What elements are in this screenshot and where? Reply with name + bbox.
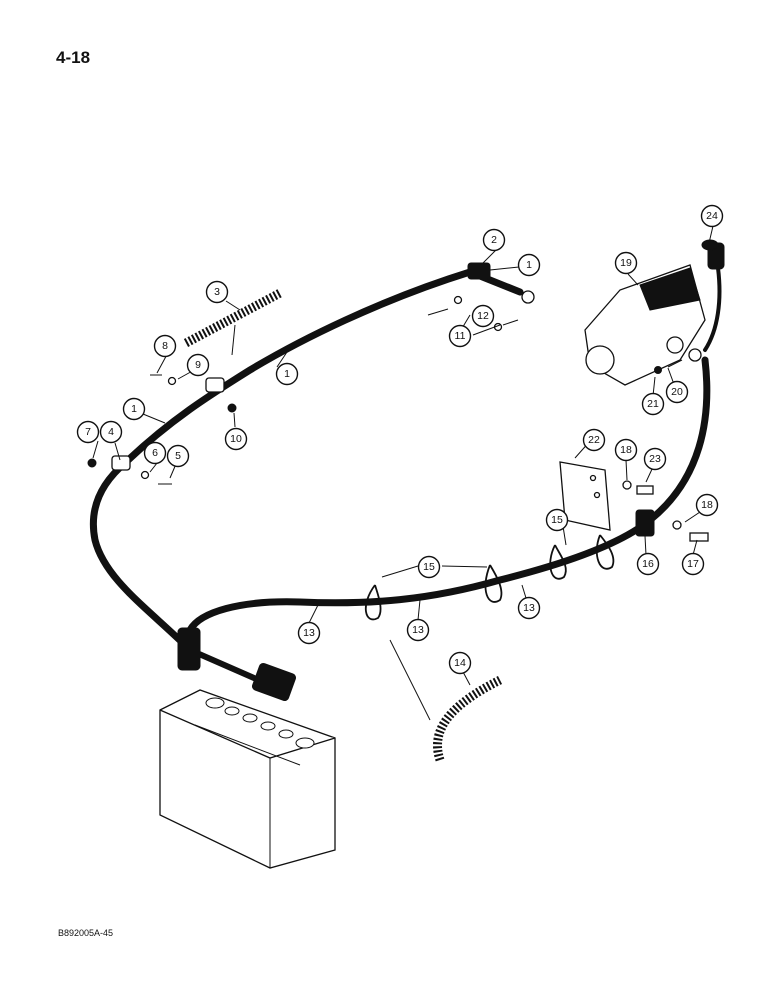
svg-text:18: 18 bbox=[620, 444, 632, 456]
cable-clips bbox=[365, 534, 615, 621]
svg-text:15: 15 bbox=[551, 514, 563, 526]
callout-3: 3 bbox=[205, 280, 229, 304]
svg-text:12: 12 bbox=[477, 310, 489, 322]
page-number: 4-18 bbox=[56, 48, 91, 67]
callout-4: 4 bbox=[99, 420, 123, 444]
callout-2: 2 bbox=[482, 228, 506, 252]
svg-text:23: 23 bbox=[649, 453, 661, 465]
starter-terminal-boot bbox=[701, 239, 725, 270]
callout-7: 7 bbox=[76, 420, 100, 444]
callout-18a: 18 bbox=[614, 438, 638, 462]
callout-11: 11 bbox=[448, 324, 472, 348]
svg-text:1: 1 bbox=[526, 259, 532, 271]
svg-text:2: 2 bbox=[491, 234, 497, 246]
callout-15b: 15 bbox=[545, 508, 569, 532]
callout-1b: 1 bbox=[275, 362, 299, 386]
callout-13c: 13 bbox=[517, 596, 541, 620]
conduit-sleeve-upper bbox=[183, 289, 283, 347]
callout-5: 5 bbox=[166, 444, 190, 468]
drawing-code: B892005A-45 bbox=[58, 928, 114, 938]
callout-14: 14 bbox=[448, 651, 472, 675]
positive-cable-terminal bbox=[467, 262, 535, 304]
callout-23: 23 bbox=[643, 447, 667, 471]
svg-text:24: 24 bbox=[706, 210, 718, 222]
svg-text:18: 18 bbox=[701, 499, 713, 511]
starter-cable bbox=[186, 356, 711, 634]
starter-motor bbox=[584, 264, 706, 386]
callout-13a: 13 bbox=[297, 621, 321, 645]
cable-clamps bbox=[111, 377, 225, 471]
callout-15a: 15 bbox=[417, 555, 441, 579]
battery bbox=[159, 689, 336, 869]
svg-text:6: 6 bbox=[152, 447, 158, 459]
callout-18b: 18 bbox=[695, 493, 719, 517]
conduit-sleeve-lower bbox=[433, 675, 503, 762]
callout-1a: 1 bbox=[517, 253, 541, 277]
svg-text:5: 5 bbox=[175, 450, 181, 462]
svg-text:3: 3 bbox=[214, 286, 220, 298]
callout-16: 16 bbox=[636, 552, 660, 576]
svg-text:13: 13 bbox=[303, 627, 315, 639]
cable-connector bbox=[635, 509, 655, 537]
callout-19: 19 bbox=[614, 251, 638, 275]
positive-battery-cable bbox=[90, 268, 524, 654]
svg-text:10: 10 bbox=[230, 433, 242, 445]
svg-text:13: 13 bbox=[412, 624, 424, 636]
svg-text:9: 9 bbox=[195, 359, 201, 371]
callout-17: 17 bbox=[681, 552, 705, 576]
callout-9: 9 bbox=[186, 353, 210, 377]
svg-text:19: 19 bbox=[620, 257, 632, 269]
svg-text:15: 15 bbox=[423, 561, 435, 573]
svg-text:22: 22 bbox=[588, 434, 600, 446]
svg-text:14: 14 bbox=[454, 657, 466, 669]
svg-text:4: 4 bbox=[108, 426, 114, 438]
svg-text:11: 11 bbox=[455, 330, 466, 342]
callout-24: 24 bbox=[700, 204, 724, 228]
svg-text:21: 21 bbox=[647, 398, 659, 410]
callout-13b: 13 bbox=[406, 618, 430, 642]
svg-text:1: 1 bbox=[284, 368, 290, 380]
callout-12: 12 bbox=[471, 304, 495, 328]
callout-10: 10 bbox=[224, 427, 248, 451]
fasteners bbox=[87, 295, 709, 542]
callout-21: 21 bbox=[641, 392, 665, 416]
callout-22: 22 bbox=[582, 428, 606, 452]
starter-lead bbox=[703, 266, 722, 352]
svg-text:8: 8 bbox=[162, 340, 168, 352]
svg-text:16: 16 bbox=[642, 558, 654, 570]
callout-8: 8 bbox=[153, 334, 177, 358]
svg-text:13: 13 bbox=[523, 602, 535, 614]
callout-1c: 1 bbox=[122, 397, 146, 421]
svg-text:1: 1 bbox=[131, 403, 137, 415]
callout-20: 20 bbox=[665, 380, 689, 404]
battery-terminal-boot bbox=[177, 627, 297, 702]
bracket-plate bbox=[559, 461, 611, 531]
svg-text:17: 17 bbox=[687, 558, 699, 570]
svg-text:20: 20 bbox=[671, 386, 683, 398]
callout-6: 6 bbox=[143, 441, 167, 465]
svg-text:7: 7 bbox=[85, 426, 91, 438]
